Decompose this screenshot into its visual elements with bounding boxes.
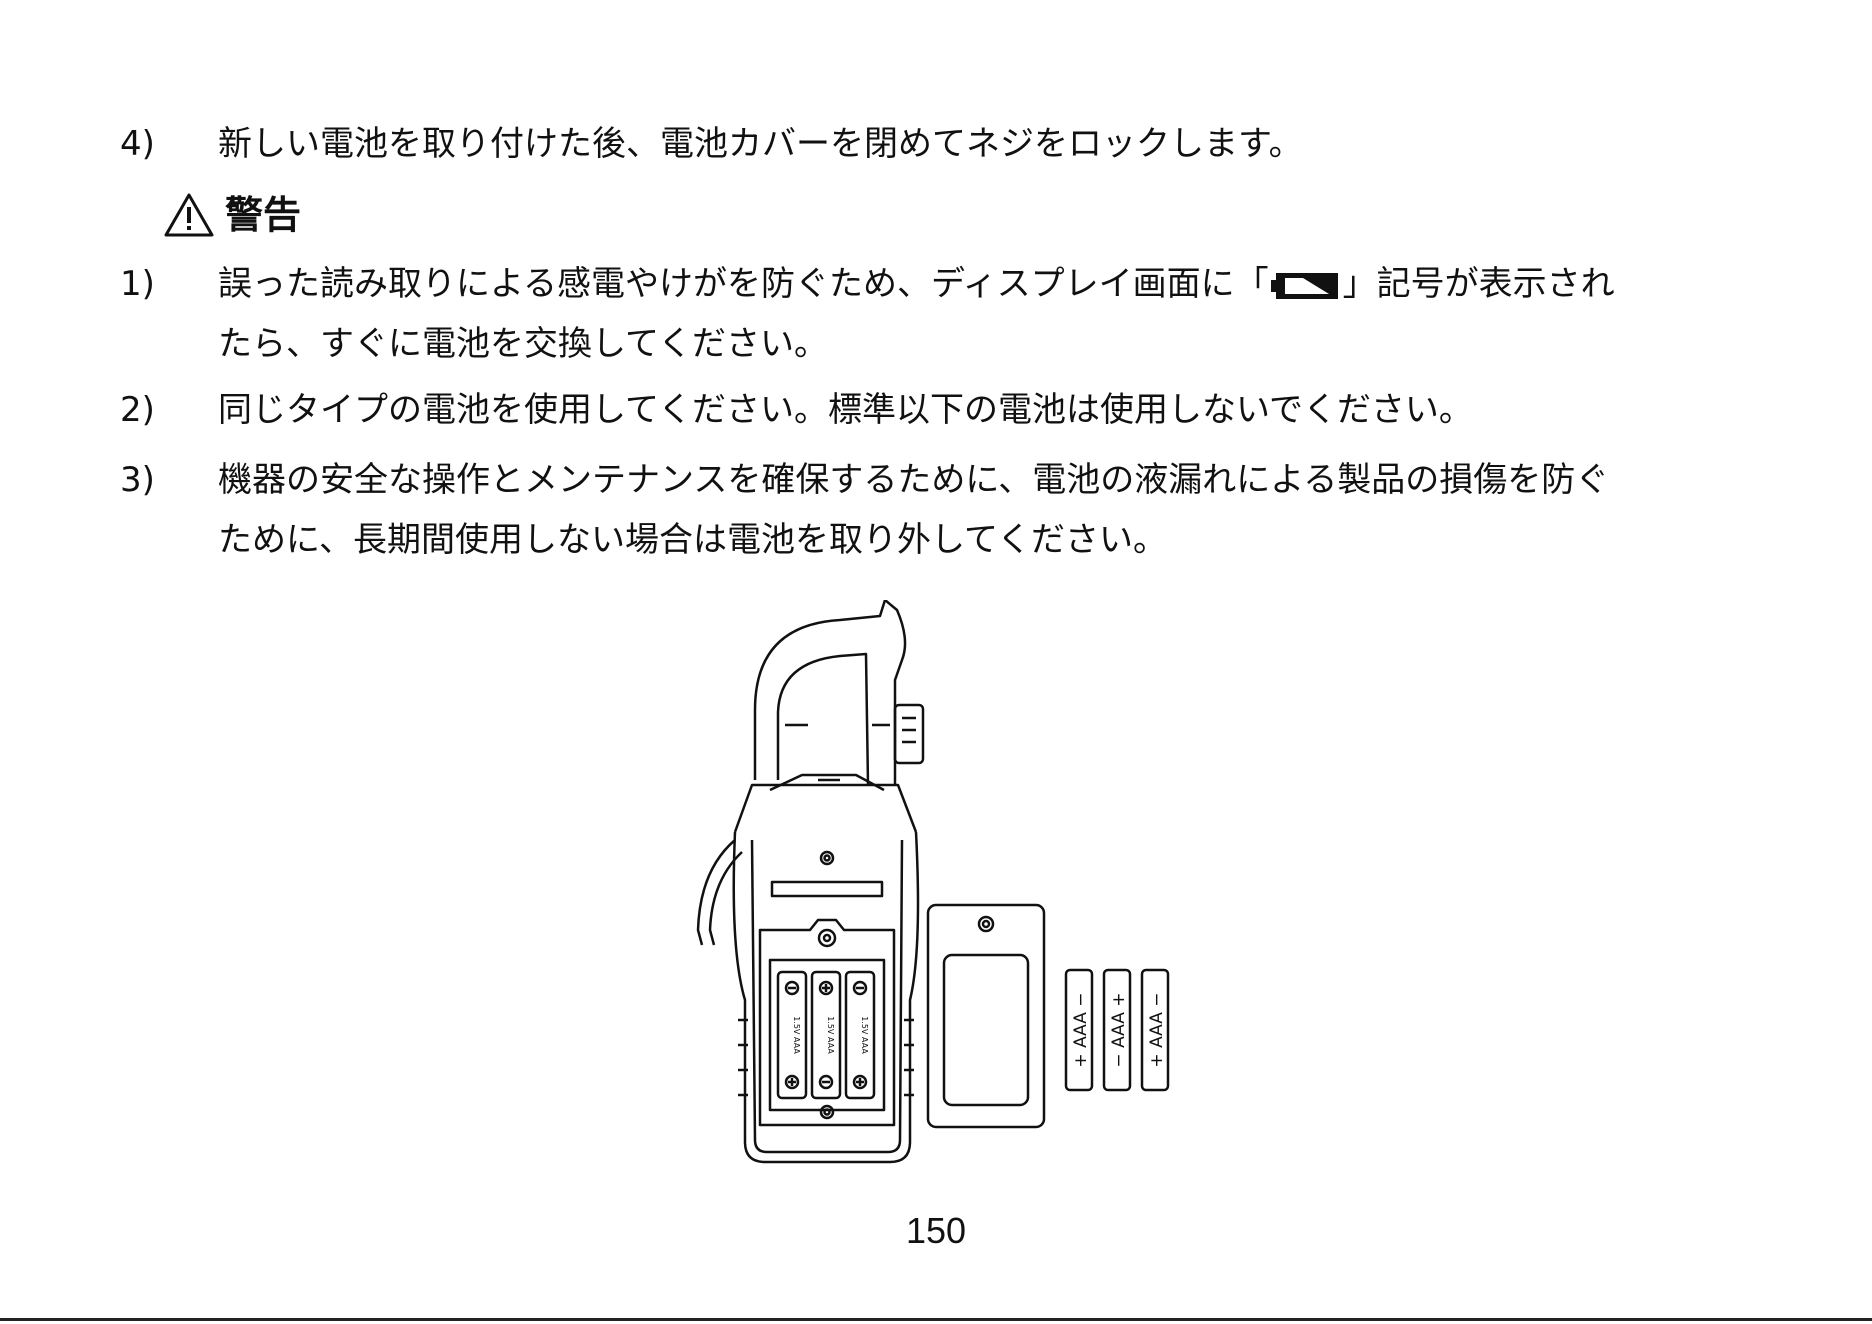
warning-heading: 警告 (163, 192, 301, 238)
warning-item-text: 機器の安全な操作とメンテナンスを確保するために、電池の液漏れによる製品の損傷を防… (218, 460, 1609, 500)
page-number: 150 (0, 1210, 1872, 1252)
warning-item-text-cont: ために、長期間使用しない場合は電池を取り外してください。 (218, 520, 1167, 560)
step-text: 新しい電池を取り付けた後、電池カバーを閉めてネジをロックします。 (218, 124, 1303, 164)
warning-item-number: 2) (120, 390, 155, 430)
warning-item-text: 誤った読み取りによる感電やけがを防ぐため、ディスプレイ画面に「 」記号が表示され (218, 264, 1615, 304)
trigger (895, 705, 923, 763)
inner-battery-label: 1.5V AAA (860, 1016, 869, 1054)
warning-item-number: 3) (120, 460, 155, 500)
warning-item-number: 1) (120, 264, 155, 304)
inner-battery-label: 1.5V AAA (826, 1016, 835, 1054)
upper-body (735, 785, 916, 832)
battery-label: + AAA − (1071, 992, 1091, 1067)
warning-title: 警告 (225, 193, 301, 237)
low-battery-icon (1271, 271, 1341, 301)
battery-cover (928, 905, 1044, 1127)
warning-item-text: 同じタイプの電池を使用してください。標準以下の電池は使用しないでください。 (218, 390, 1473, 430)
clamp-jaw-inner (778, 654, 868, 785)
inner-battery-label: 1.5V AAA (792, 1016, 801, 1054)
warning-item-text-cont: たら、すぐに電池を交換してください。 (218, 324, 828, 364)
footer-rule (0, 1318, 1872, 1321)
battery-label: + AAA − (1147, 992, 1167, 1067)
warning-triangle-icon (163, 192, 215, 238)
clamp-meter-battery-illustration: 1.5V AAA 1.5V AAA 1.5V AAA + AAA − − AAA… (690, 600, 1210, 1170)
step-number: 4) (120, 124, 155, 164)
battery-label: − AAA + (1109, 992, 1129, 1067)
